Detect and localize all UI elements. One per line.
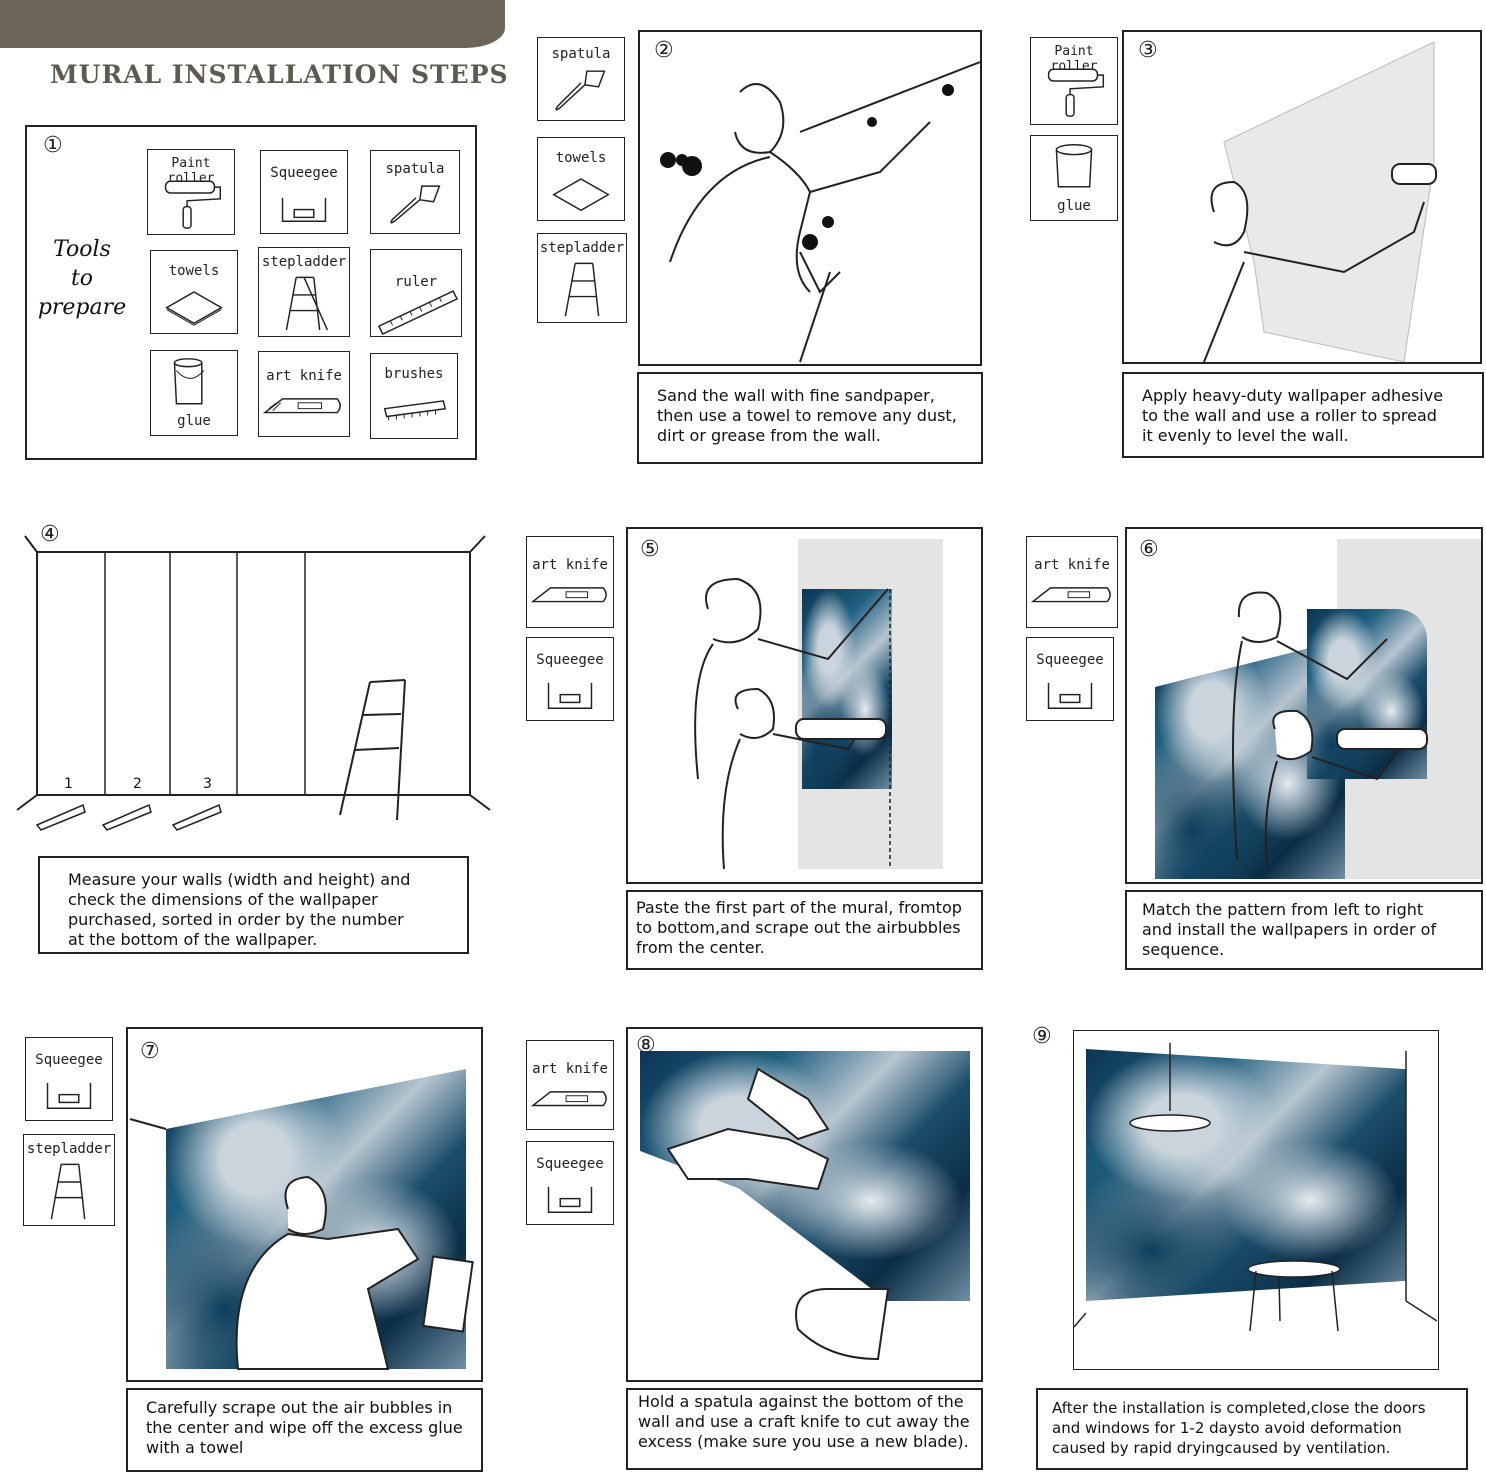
tool-paint-roller: Paint roller [147, 149, 235, 235]
step3-caption: Apply heavy-duty wallpaper adhesive to t… [1122, 372, 1484, 458]
stepladder-icon [285, 276, 329, 331]
art-knife-icon [530, 1091, 607, 1107]
step8-illustration: ⑧ [626, 1027, 983, 1382]
tool-squeegee: Squeegee [260, 150, 348, 234]
panel-number-2: 2 [133, 776, 142, 792]
step5-number: ⑤ [640, 537, 660, 562]
tool-stepladder: stepladder [258, 247, 350, 337]
squeegee-icon [547, 682, 593, 710]
towel-icon [552, 178, 610, 212]
trimming-excess-icon [666, 1067, 890, 1361]
step8-caption: Hold a spatula against the bottom of the… [626, 1388, 983, 1470]
step2-tool-towels: towels [537, 137, 625, 221]
glue-bucket-icon [173, 358, 205, 405]
tool-art-knife: art knife [258, 351, 350, 437]
step5-tool-squeegee: Squeegee [526, 637, 614, 721]
tool-ruler: ruler [370, 249, 462, 337]
finished-room-icon [1074, 1043, 1437, 1332]
step7-tool-stepladder: stepladder [23, 1134, 115, 1226]
step6-tool-squeegee: Squeegee [1026, 637, 1114, 721]
mural-strip [802, 589, 892, 789]
squeegee-icon [281, 197, 327, 223]
step2-illustration: ② [638, 30, 982, 366]
step7-number: ⑦ [140, 1039, 160, 1064]
ruler-icon [377, 290, 459, 336]
step6-caption: Match the pattern from left to right and… [1125, 890, 1483, 970]
two-people-hanging-icon [694, 577, 891, 870]
adhesive-rolling-icon [1203, 41, 1437, 362]
squeegee-icon [46, 1082, 92, 1110]
step3-illustration: ③ [1122, 30, 1482, 364]
step3-number: ③ [1138, 38, 1158, 63]
stepladder-icon [564, 262, 600, 317]
finished-mural [1086, 1049, 1406, 1301]
step2-tool-stepladder: stepladder [537, 233, 627, 323]
step7-tool-squeegee: Squeegee [25, 1037, 113, 1121]
brush-icon [383, 400, 447, 421]
step6-number: ⑥ [1139, 537, 1159, 562]
step7-illustration: ⑦ [126, 1027, 483, 1382]
page-title: MURAL INSTALLATION STEPS [50, 60, 509, 89]
panel-number-3: 3 [203, 776, 212, 792]
art-knife-icon [530, 587, 607, 603]
step8-tool-squeegee: Squeegee [526, 1141, 614, 1225]
two-people-matching-icon [1232, 591, 1428, 870]
step4-caption: Measure your walls (width and height) an… [38, 856, 469, 954]
tool-spatula: spatula [370, 150, 460, 234]
towel-icon [165, 291, 223, 326]
step5-caption: Paste the first part of the mural, fromt… [626, 890, 983, 970]
tools-heading: Tools to prepare [37, 237, 127, 320]
stepladder-icon [50, 1163, 86, 1220]
step2-tool-spatula: spatula [537, 37, 625, 121]
step7-caption: Carefully scrape out the air bubbles in … [126, 1388, 483, 1472]
tool-towels: towels [150, 250, 238, 334]
step2-number: ② [654, 38, 674, 63]
step6-tool-art-knife: art knife [1026, 536, 1118, 628]
step6-illustration: ⑥ [1125, 527, 1483, 884]
wall-measurement-icon [16, 535, 491, 831]
step9-caption: After the installation is completed,clos… [1036, 1388, 1468, 1470]
step4-number: ④ [40, 522, 60, 547]
tool-glue: glue [150, 350, 238, 436]
person-scraping-icon [129, 1118, 474, 1370]
mural-right-panel [1307, 609, 1427, 779]
step8-tool-art-knife: art knife [526, 1040, 614, 1130]
squeegee-icon [547, 1186, 593, 1214]
step5-tool-art-knife: art knife [526, 536, 614, 628]
art-knife-icon [262, 398, 341, 414]
step9-number: ⑨ [1032, 1024, 1052, 1049]
step9-illustration [1073, 1030, 1439, 1370]
panel-number-1: 1 [64, 776, 73, 792]
tool-brushes: brushes [370, 353, 458, 439]
squeegee-icon [1047, 682, 1093, 710]
paint-roller-icon [164, 180, 222, 229]
spatula-icon [390, 185, 441, 224]
step2-caption: Sand the wall with fine sandpaper, then … [637, 372, 983, 464]
step5-illustration: ⑤ [626, 527, 983, 884]
glue-bucket-icon [1055, 144, 1093, 188]
header-band [0, 0, 505, 48]
spatula-icon [555, 70, 606, 111]
sanding-person-icon [660, 61, 980, 363]
paint-roller-icon [1047, 68, 1105, 117]
step3-tool-glue: glue [1030, 135, 1118, 221]
step1-number: ① [43, 133, 63, 158]
art-knife-icon [1030, 587, 1111, 603]
step3-tool-paint-roller: Paint roller [1030, 37, 1118, 125]
